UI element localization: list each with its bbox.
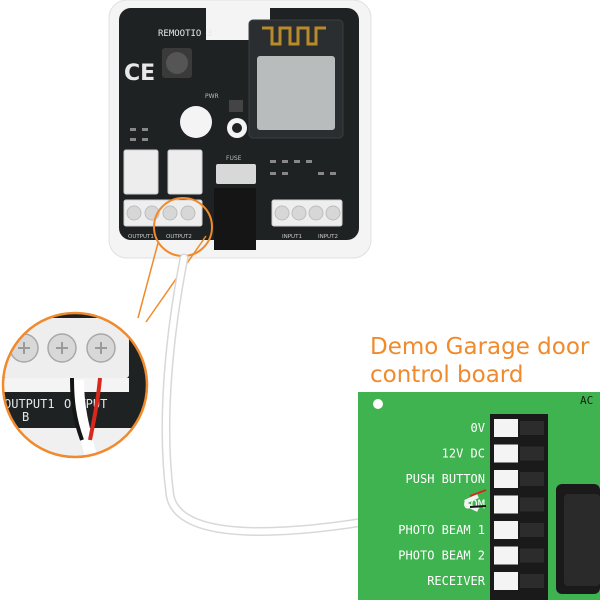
zoom-circle-border [1, 311, 149, 459]
output1-label: OUTPUT1 [128, 234, 154, 240]
garage-mount-hole [373, 399, 383, 409]
garage-terminal-screw [520, 574, 544, 588]
garage-terminal-clamp [494, 572, 518, 590]
board-caption: Demo Garage door control board [370, 334, 590, 388]
zoom-wire-red [88, 377, 102, 441]
mount-hole-inner [232, 123, 242, 133]
zoom-terminal-base [3, 378, 129, 392]
garage-terminal-screw [520, 548, 544, 563]
zoom-wire-black [70, 377, 84, 441]
cable-red-end [469, 489, 487, 497]
relay-1 [123, 149, 159, 195]
garage-terminal-clamp [494, 470, 518, 488]
garage-edge-label: AC [580, 394, 593, 407]
garage-terminal-clamp [494, 546, 518, 565]
garage-terminal-label: 12V DC [442, 447, 485, 461]
remootio-device: REMOOTIO 3 CE PWR FUSE [108, 0, 372, 259]
garage-relay-inner [564, 494, 600, 586]
pwr-label: PWR [205, 93, 219, 100]
garage-terminal-screw [520, 421, 544, 435]
cable [162, 255, 468, 535]
garage-terminal-clamp [494, 495, 518, 514]
garage-terminal-label: PHOTO BEAM 2 [398, 549, 485, 563]
garage-terminal-screw [520, 523, 544, 537]
wifi-antenna [262, 26, 326, 46]
buzzer [180, 106, 212, 138]
garage-terminal-screw [520, 497, 544, 512]
reset-button [229, 100, 243, 112]
input1-label: INPUT1 [282, 234, 302, 240]
fuse-label: FUSE [226, 155, 242, 162]
output2-label: OUTPUT2 [166, 234, 192, 240]
garage-terminal-label: PUSH BUTTON [406, 472, 485, 486]
garage-terminal-label: RECEIVER [427, 574, 486, 588]
fuse [216, 164, 256, 184]
garage-terminal-label: PHOTO BEAM 1 [398, 523, 485, 537]
input-terminal-block [271, 199, 343, 227]
garage-terminal-label: 0V [471, 421, 485, 435]
dc-jack [214, 188, 256, 250]
zoom-cable [72, 379, 98, 457]
smd-components [130, 128, 336, 175]
input-terminal-screws [274, 205, 341, 221]
cable-black-end [469, 505, 487, 508]
zoom-output-b-label: OUTPUT1 [4, 397, 55, 411]
wifi-shield [257, 56, 335, 130]
garage-terminal-clamp [494, 419, 518, 437]
relay-2 [167, 149, 203, 195]
garage-terminal-clamp [494, 444, 518, 463]
garage-terminal-clamp [494, 521, 518, 539]
garage-terminal-screw [520, 446, 544, 461]
zoom-output-b-sub: B [22, 410, 29, 424]
ce-mark: CE [124, 61, 155, 86]
inductor-core [166, 52, 188, 74]
model-label: REMOOTIO 3 [158, 29, 212, 39]
zoom-screw-slots [18, 342, 107, 354]
zoom-view: OUTPUT1 B OUTPUT [3, 313, 147, 457]
garage-terminal-screw [520, 472, 544, 486]
input2-label: INPUT2 [318, 234, 338, 240]
callout-line-1 [137, 242, 159, 319]
